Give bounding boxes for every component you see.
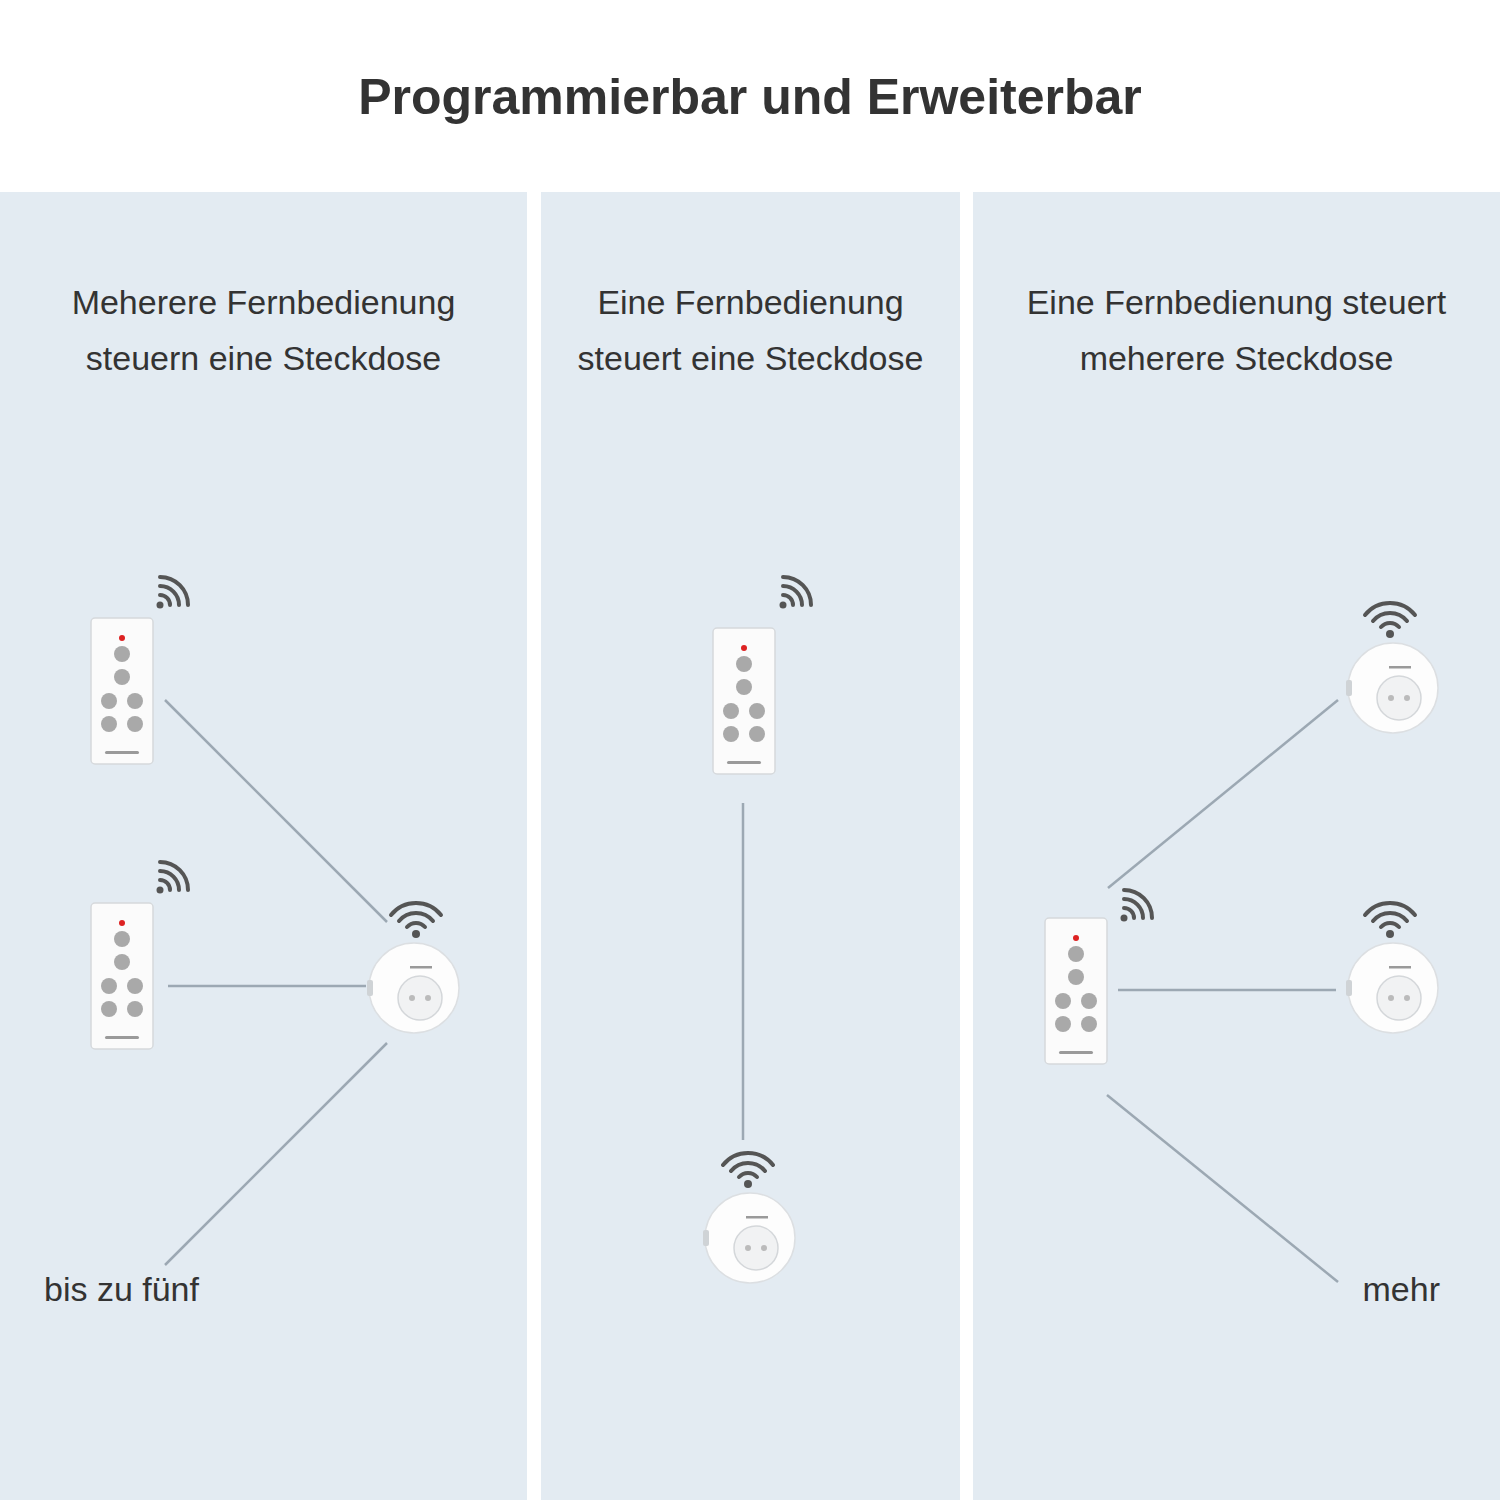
panel-band: Eine Fernbedienung steuert eine Steckdos…	[541, 192, 960, 1500]
panel-heading: Eine Fernbedienung steuert eine Steckdos…	[551, 274, 951, 386]
panel-heading: Eine Fernbedienung steuert meherere Stec…	[997, 274, 1477, 386]
note-label: bis zu fünf	[44, 1270, 199, 1309]
diagram-title: Programmierbar und Erweiterbar	[0, 68, 1500, 126]
note-label: mehr	[1363, 1270, 1440, 1309]
panel-heading: Meherere Fernbedienung steuern eine Stec…	[44, 274, 484, 386]
